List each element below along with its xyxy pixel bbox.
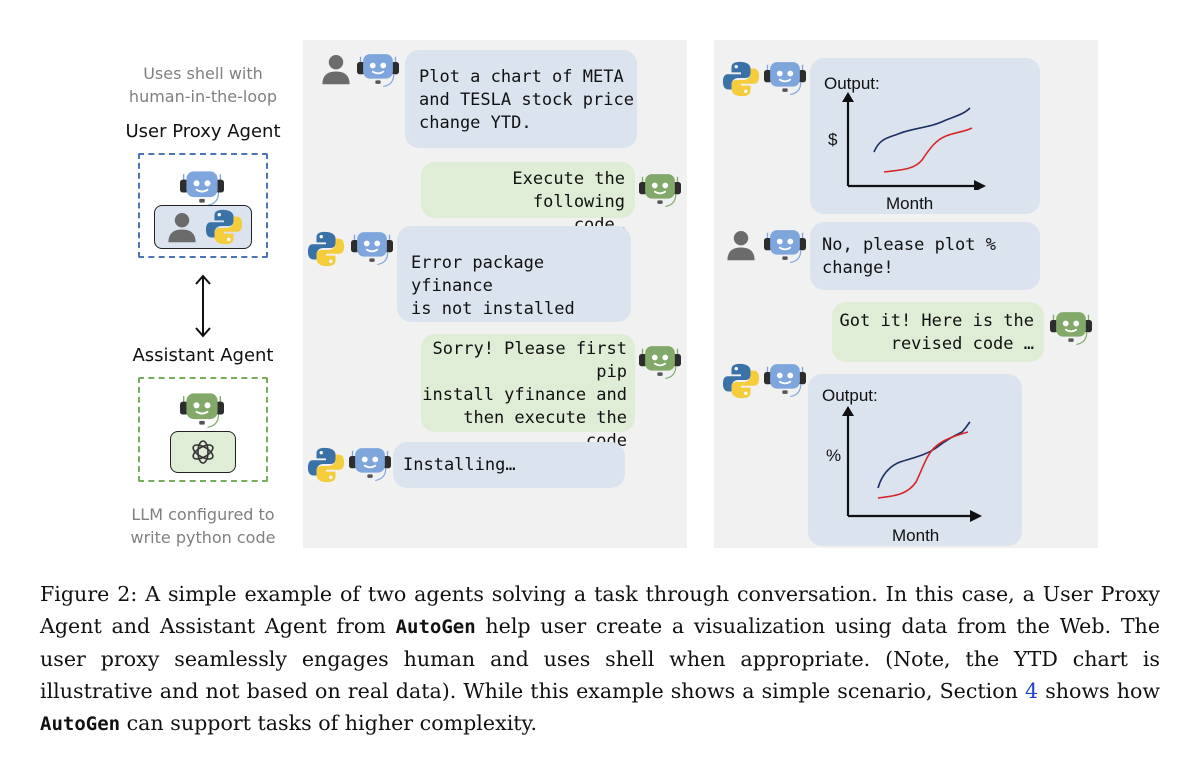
chart-1-plot — [842, 92, 986, 190]
message-bubble-3: Error package yfinance is not installed — [397, 226, 631, 322]
chart-1-title: Output: — [824, 74, 880, 93]
chart-2-series-navy — [877, 421, 971, 489]
robot-blue-icon — [357, 48, 399, 90]
user-proxy-agent-title: User Proxy Agent — [125, 121, 281, 142]
message-bubble-6: No, please plot % change! — [810, 222, 1040, 290]
chart-1-ylabel: $ — [828, 130, 838, 149]
figure-caption: Figure 2: A simple example of two agents… — [40, 578, 1160, 740]
robot-green-icon — [1050, 306, 1092, 348]
message-bubble-4: Sorry! Please first pip install yfinance… — [421, 334, 635, 451]
assistant-note: LLM configured to write python code — [118, 503, 288, 549]
robot-green-icon — [180, 387, 224, 431]
message-text-6: No, please plot % change! — [822, 235, 996, 278]
chart-1-y-arrow — [842, 92, 854, 102]
message-text-7: Got it! Here is the revised code … — [839, 311, 1034, 354]
caption-autogen-1: AutoGen — [395, 616, 476, 638]
robot-blue-icon — [764, 56, 806, 98]
chart-1-x-arrow — [974, 180, 986, 190]
assistant-agent-box — [138, 377, 268, 482]
caption-autogen-2: AutoGen — [40, 713, 121, 735]
message-bubble-1: Plot a chart of META and TESLA stock pri… — [405, 50, 637, 148]
person-icon — [319, 52, 353, 86]
message-bubble-2: Execute the following code… — [421, 162, 635, 235]
output-chart-bubble-2: Output: % Month — [808, 374, 1022, 546]
python-logo-icon — [307, 230, 345, 268]
chart-2-title: Output: — [822, 386, 878, 405]
conversation-panel-left: Plot a chart of META and TESLA stock pri… — [303, 40, 687, 548]
python-logo-icon — [722, 362, 760, 400]
robot-blue-icon — [764, 358, 806, 400]
user-proxy-note-line-1: Uses shell with — [143, 64, 263, 83]
chart-1-xlabel: Month — [886, 194, 934, 213]
output-chart-bubble-1: Output: $ Month — [810, 58, 1040, 214]
user-proxy-agent-box — [138, 153, 268, 258]
python-logo-icon — [307, 446, 345, 484]
chart-2-xlabel: Month — [892, 526, 940, 545]
message-text-3: Error package yfinance is not installed — [411, 253, 575, 319]
user-proxy-note: Uses shell with human-in-the-loop — [128, 62, 278, 108]
caption-part-4: can support tasks of higher complexity. — [120, 711, 538, 735]
python-logo-icon — [722, 60, 760, 98]
person-icon — [724, 228, 758, 262]
chart-2-y-arrow — [842, 406, 854, 416]
robot-blue-icon — [764, 224, 806, 266]
section-ref-link[interactable]: 4 — [1025, 679, 1039, 703]
robot-green-icon — [639, 168, 681, 210]
chart-1-series-red — [883, 127, 973, 173]
assistant-note-line-1: LLM configured to — [131, 505, 275, 524]
message-bubble-5: Installing… — [393, 442, 625, 488]
conversation-panel-right: Output: $ Month No, please plot % change… — [714, 40, 1098, 548]
chart-2-ylabel: % — [826, 446, 842, 465]
message-text-5: Installing… — [403, 455, 516, 475]
chart-2-series-red — [877, 431, 969, 499]
message-text-1: Plot a chart of META and TESLA stock pri… — [419, 67, 634, 133]
caption-part-2: help user create a visualization using d… — [40, 614, 1161, 703]
llm-box — [170, 431, 236, 473]
chart-1-series-navy — [873, 107, 971, 153]
double-arrow-icon — [195, 274, 211, 338]
message-text-4: Sorry! Please first pip install yfinance… — [422, 339, 627, 451]
robot-blue-icon — [180, 165, 224, 209]
assistant-note-line-2: write python code — [130, 528, 276, 547]
openai-logo-icon — [192, 440, 214, 464]
python-logo-icon — [205, 208, 243, 246]
person-icon — [165, 210, 199, 244]
caption-part-1: Figure 2: A simple example of two agents… — [40, 582, 1160, 638]
user-proxy-note-line-2: human-in-the-loop — [128, 87, 278, 106]
chart-2-plot — [842, 406, 982, 522]
caption-part-3: shows how — [1038, 679, 1160, 703]
chart-2-x-arrow — [970, 510, 982, 522]
robot-green-icon — [639, 340, 681, 382]
assistant-agent-title: Assistant Agent — [132, 345, 274, 366]
message-bubble-7: Got it! Here is the revised code … — [832, 302, 1044, 362]
robot-blue-icon — [349, 442, 391, 484]
robot-blue-icon — [351, 226, 393, 268]
human-python-box — [154, 205, 252, 249]
